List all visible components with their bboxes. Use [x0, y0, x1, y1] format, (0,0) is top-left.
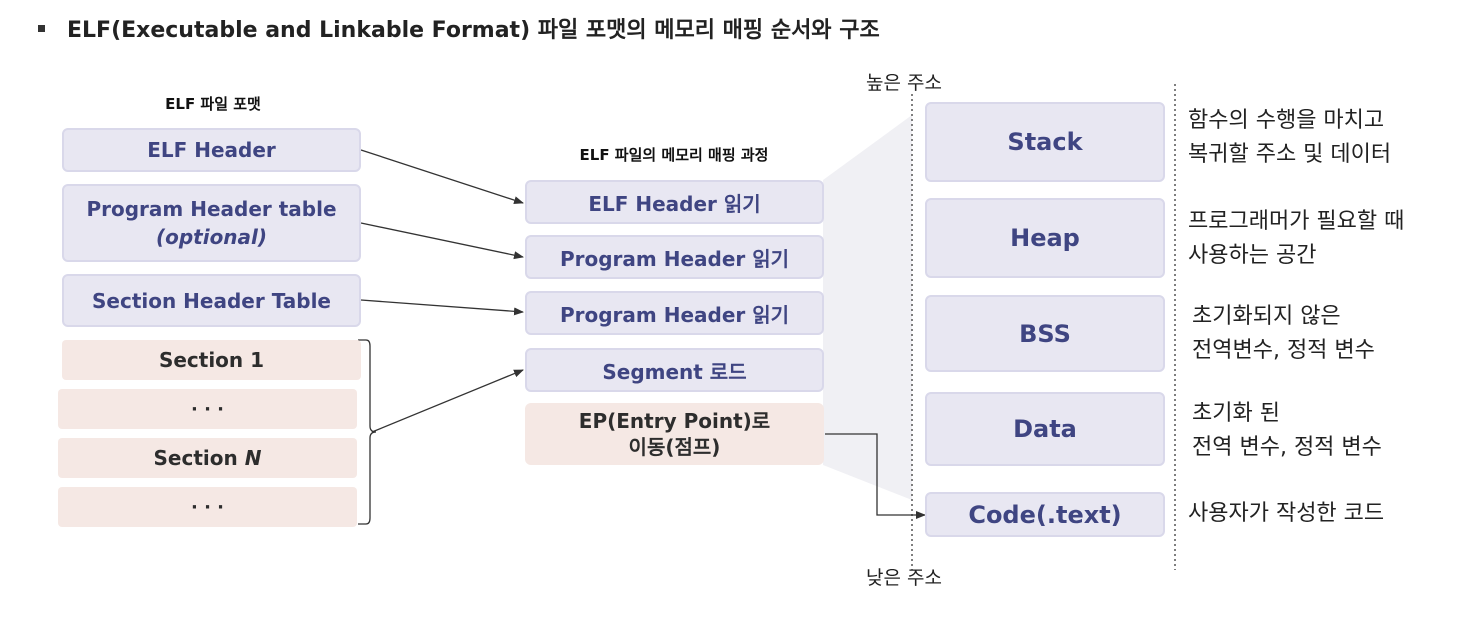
step-read-elf-header: ELF Header 읽기 — [525, 180, 824, 224]
section-header-table-label: Section Header Table — [92, 288, 331, 313]
program-header-optional-label: (optional) — [155, 225, 268, 249]
step-load-segment-label: Segment 로드 — [602, 359, 747, 384]
bullet-icon — [38, 24, 45, 32]
bss-description: 초기화되지 않은 전역변수, 정적 변수 — [1192, 300, 1375, 368]
data-description-line2: 전역 변수, 정적 변수 — [1192, 435, 1382, 460]
bss-description-line1: 초기화되지 않은 — [1192, 304, 1341, 329]
section-ellipsis-2: · · · — [190, 496, 225, 518]
bss-description-line2: 전역변수, 정적 변수 — [1192, 338, 1375, 363]
section-n-box: Section N — [58, 438, 357, 478]
memory-heap: Heap — [925, 198, 1165, 278]
low-address-label: 낮은 주소 — [866, 567, 942, 589]
step-read-program-header-1-label: Program Header 읽기 — [559, 246, 790, 271]
data-description: 초기화 된 전역 변수, 정적 변수 — [1192, 397, 1382, 465]
memory-data: Data — [925, 392, 1165, 466]
arrow-elf-header — [360, 149, 524, 205]
section-n-prefix: Section — [153, 446, 245, 470]
arrow-entry-point — [825, 433, 926, 519]
memory-heap-label: Heap — [1010, 224, 1080, 252]
stack-description-line2: 복귀할 주소 및 데이터 — [1188, 142, 1392, 167]
step-read-elf-header-label: ELF Header 읽기 — [588, 191, 761, 216]
memory-code: Code(.text) — [925, 492, 1165, 537]
heap-description-line1: 프로그래머가 필요할 때 — [1188, 209, 1405, 234]
memory-stack: Stack — [925, 102, 1165, 182]
code-description: 사용자가 작성한 코드 — [1188, 501, 1385, 526]
memory-projection — [823, 115, 912, 500]
page-title: ELF(Executable and Linkable Format) 파일 포… — [67, 18, 880, 43]
memory-stack-label: Stack — [1007, 128, 1083, 156]
heap-description-line2: 사용하는 공간 — [1188, 243, 1317, 268]
step-read-program-header-1: Program Header 읽기 — [525, 235, 824, 279]
section-1-box: Section 1 — [62, 340, 361, 380]
step-read-program-header-2-label: Program Header 읽기 — [559, 302, 790, 327]
step-read-program-header-2: Program Header 읽기 — [525, 291, 824, 335]
step-jump-entry-point-line1: EP(Entry Point)로 — [578, 409, 771, 433]
title-row: ELF(Executable and Linkable Format) 파일 포… — [38, 12, 880, 44]
arrow-section-header — [360, 299, 524, 316]
memory-bss: BSS — [925, 295, 1165, 372]
section-ellipsis-1: · · · — [190, 398, 225, 420]
section-ellipsis-box-1: · · · — [58, 389, 357, 429]
section-ellipsis-box-2: · · · — [58, 487, 357, 527]
stack-description-line1: 함수의 수행을 마치고 — [1188, 108, 1385, 133]
elf-header-box: ELF Header — [62, 128, 361, 172]
elf-format-heading: ELF 파일 포맷 — [165, 95, 261, 113]
stack-description: 함수의 수행을 마치고 복귀할 주소 및 데이터 — [1188, 104, 1391, 172]
section-1-label: Section 1 — [158, 348, 265, 372]
elf-header-label: ELF Header — [147, 138, 276, 162]
heap-description: 프로그래머가 필요할 때 사용하는 공간 — [1188, 205, 1404, 273]
mapping-process-heading: ELF 파일의 메모리 매핑 과정 — [579, 146, 769, 164]
program-header-table-label: Program Header table — [86, 197, 337, 221]
program-header-table-box: Program Header table (optional) — [62, 184, 361, 262]
memory-bss-label: BSS — [1019, 319, 1071, 348]
arrow-sections — [371, 369, 524, 433]
high-address-label: 높은 주소 — [866, 72, 942, 94]
arrow-program-header — [360, 222, 524, 260]
step-jump-entry-point: EP(Entry Point)로 이동(점프) — [525, 403, 824, 465]
data-description-line1: 초기화 된 — [1192, 401, 1280, 426]
memory-code-label: Code(.text) — [968, 500, 1122, 529]
section-n-variable: N — [244, 446, 262, 470]
memory-data-label: Data — [1013, 415, 1077, 443]
section-header-table-box: Section Header Table — [62, 274, 361, 327]
step-load-segment: Segment 로드 — [525, 348, 824, 392]
sections-brace — [358, 339, 377, 525]
step-jump-entry-point-line2: 이동(점프) — [628, 435, 721, 459]
